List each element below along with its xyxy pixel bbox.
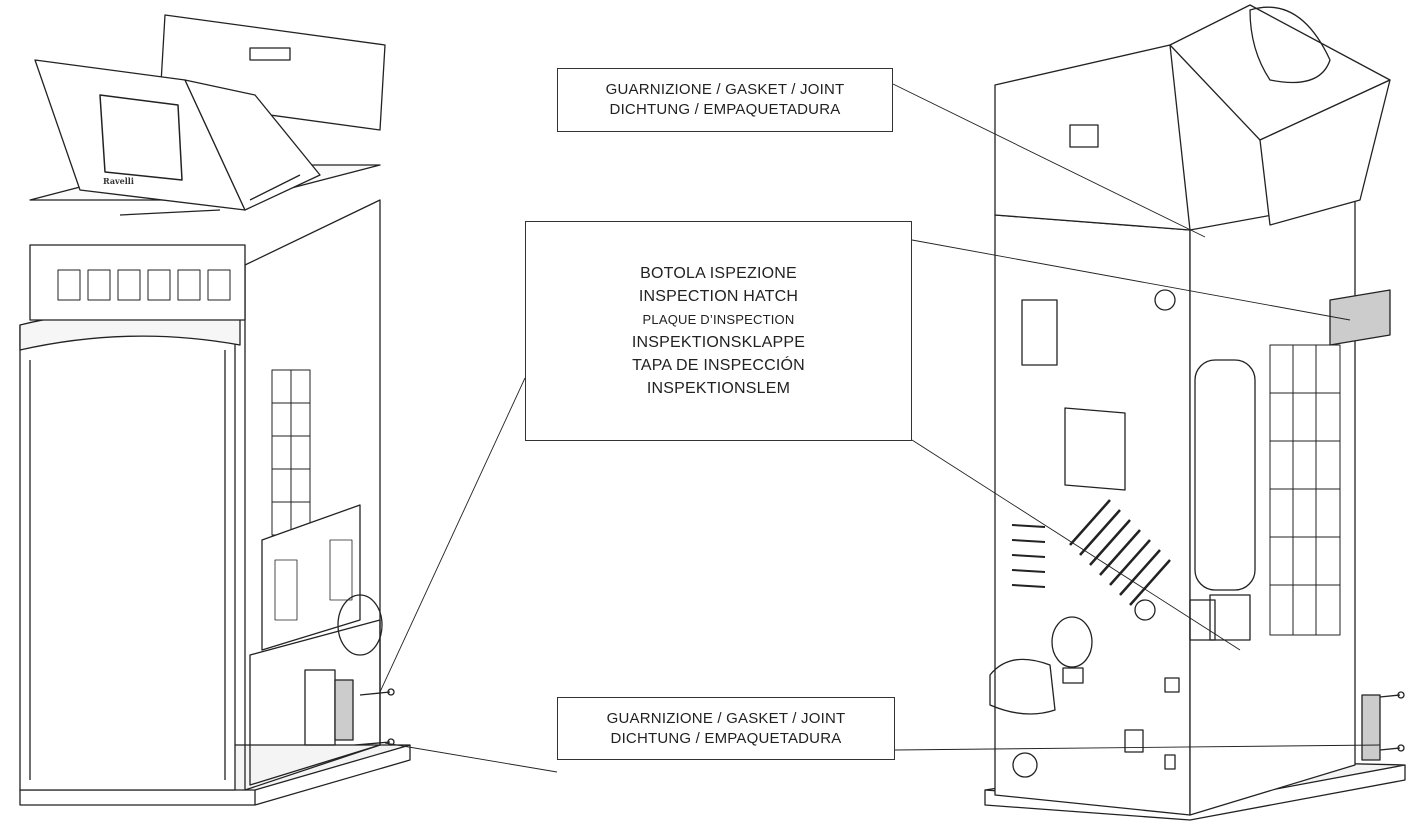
right-stove-drawing — [984, 4, 1406, 821]
callout-gasket-top-line2: DICHTUNG / EMPAQUETADURA — [609, 101, 841, 118]
callout-hatch-line5: TAPA DE INSPECCIÓN — [632, 357, 805, 374]
callout-gasket-bottom-line2: DICHTUNG / EMPAQUETADURA — [610, 729, 842, 747]
callout-gasket-top-line1: GUARNIZIONE / GASKET / JOINT — [605, 81, 845, 98]
callout-hatch-line2: INSPECTION HATCH — [638, 288, 799, 305]
callout-gasket-bottom: GUARNIZIONE / GASKET / JOINT DICHTUNG / … — [557, 697, 895, 760]
callout-hatch-line3: PLAQUE D’INSPECTION — [642, 312, 795, 327]
callout-hatch-line1: BOTOLA ISPEZIONE — [640, 265, 797, 282]
callout-hatch-line4: INSPEKTIONSKLAPPE — [631, 334, 806, 351]
callout-hatch-line6: INSPEKTIONSLEM — [646, 380, 791, 397]
leader-lines — [379, 83, 1381, 773]
callout-gasket-bottom-line1: GUARNIZIONE / GASKET / JOINT — [606, 709, 846, 727]
callout-gasket-top: GUARNIZIONE / GASKET / JOINT DICHTUNG / … — [557, 68, 893, 132]
callout-inspection-hatch: BOTOLA ISPEZIONE INSPECTION HATCH PLAQUE… — [525, 221, 912, 441]
left-stove-drawing — [19, 14, 411, 806]
brand-label: Ravelli — [103, 176, 134, 186]
